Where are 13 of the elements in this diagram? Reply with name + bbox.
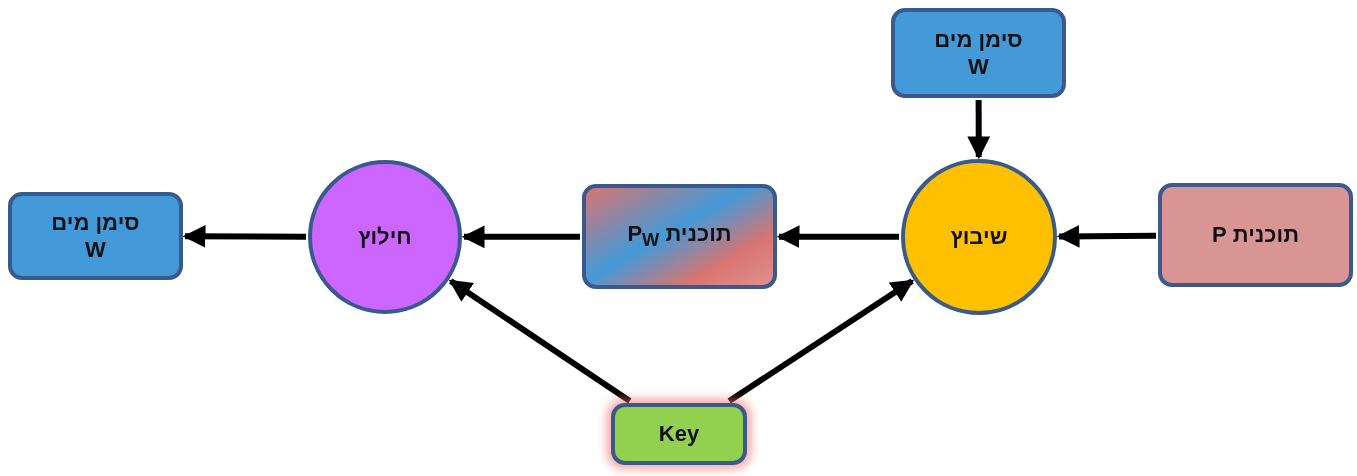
watermark-box: סימן מים W [891,8,1066,98]
arrow [461,225,580,249]
arrow [727,278,915,404]
arrow [448,278,632,404]
arrow [776,225,899,249]
process-circle: חילוץ [308,160,462,314]
watermark-box: סימן מים W [8,192,183,280]
arrow [182,225,306,248]
arrow [1056,224,1157,248]
program-box: תוכנית P [1158,183,1353,287]
arrow [967,100,991,160]
key-box: Key [611,403,747,465]
process-circle: שיבוץ [901,159,1057,315]
